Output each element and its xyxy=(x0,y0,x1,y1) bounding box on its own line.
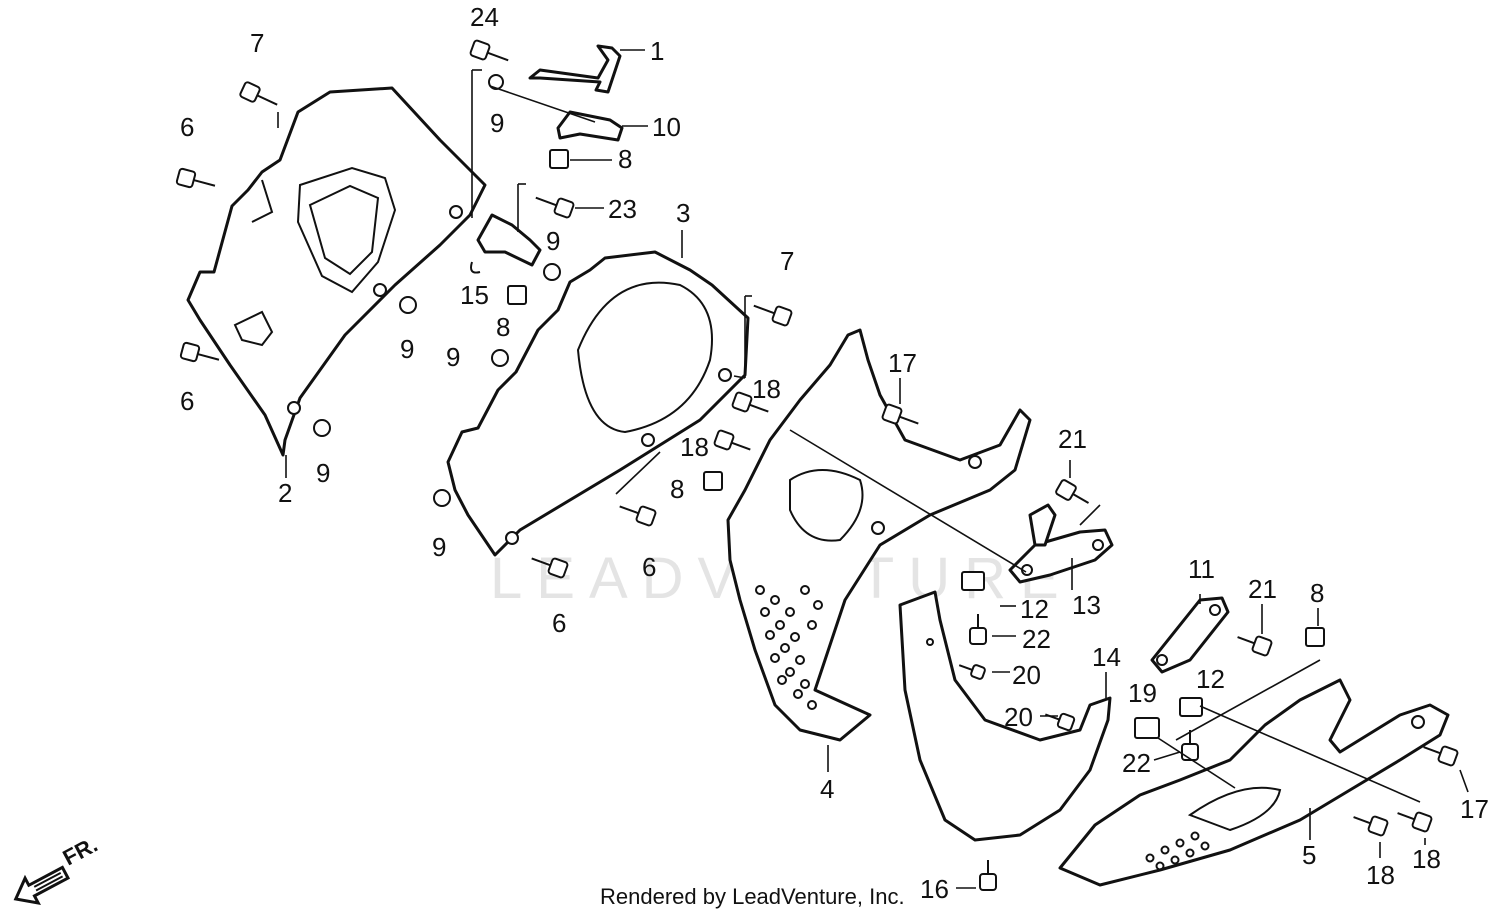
callout-4: 4 xyxy=(820,774,834,804)
middle-cowl xyxy=(726,328,1032,742)
setting-plate-lower xyxy=(476,213,542,267)
callout-10: 10 xyxy=(652,112,681,142)
callout-6: 6 xyxy=(552,608,566,638)
callout-6: 6 xyxy=(180,386,194,416)
front-direction-label: FR. xyxy=(59,834,102,870)
clip-spring xyxy=(528,44,622,94)
vent-holes-lower xyxy=(1145,831,1210,871)
vent-holes xyxy=(755,585,823,710)
callout-17: 17 xyxy=(1460,794,1489,824)
under-cowl-center xyxy=(898,590,1112,842)
leader-lines xyxy=(277,49,1469,889)
callout-22: 22 xyxy=(1122,748,1151,778)
callout-24: 24 xyxy=(470,2,499,32)
inner-panel-left xyxy=(186,86,487,457)
stay-bracket-small xyxy=(1150,596,1230,674)
callout-9: 9 xyxy=(316,458,330,488)
callout-22: 22 xyxy=(1022,624,1051,654)
callout-21: 21 xyxy=(1248,574,1277,604)
callout-18: 18 xyxy=(752,374,781,404)
callout-9: 9 xyxy=(446,342,460,372)
front-direction-arrow-icon: FR. xyxy=(13,834,102,905)
callout-9: 9 xyxy=(490,108,504,138)
callout-15: 15 xyxy=(460,280,489,310)
callout-7: 7 xyxy=(250,28,264,58)
callout-20: 20 xyxy=(1012,660,1041,690)
inner-panel-middle xyxy=(434,250,750,557)
under-cowl-right xyxy=(1058,678,1450,887)
callout-18: 18 xyxy=(1366,860,1395,890)
fasteners xyxy=(175,39,1459,891)
footer-credit: Rendered by LeadVenture, Inc. xyxy=(600,884,905,909)
callout-16: 16 xyxy=(920,874,949,904)
callout-18: 18 xyxy=(1412,844,1441,874)
callout-18: 18 xyxy=(680,432,709,462)
callout-6: 6 xyxy=(180,112,194,142)
callout-13: 13 xyxy=(1072,590,1101,620)
callout-12: 12 xyxy=(1196,664,1225,694)
callout-6: 6 xyxy=(642,552,656,582)
callout-9: 9 xyxy=(546,226,560,256)
callout-1: 1 xyxy=(650,36,664,66)
callout-21: 21 xyxy=(1058,424,1087,454)
callout-20: 20 xyxy=(1004,702,1033,732)
callout-7: 7 xyxy=(780,246,794,276)
callout-9: 9 xyxy=(432,532,446,562)
callout-labels: 1 2 3 4 5 6 6 6 6 7 7 8 8 8 8 9 9 9 9 9 … xyxy=(180,2,1489,904)
callout-23: 23 xyxy=(608,194,637,224)
stay-bracket xyxy=(1008,503,1114,584)
callout-17: 17 xyxy=(888,348,917,378)
callout-3: 3 xyxy=(676,198,690,228)
callout-8: 8 xyxy=(670,474,684,504)
callout-9: 9 xyxy=(400,334,414,364)
callout-8: 8 xyxy=(1310,578,1324,608)
callout-2: 2 xyxy=(278,478,292,508)
callout-14: 14 xyxy=(1092,642,1121,672)
callout-19: 19 xyxy=(1128,678,1157,708)
callout-11: 11 xyxy=(1188,554,1215,584)
callout-12: 12 xyxy=(1020,594,1049,624)
callout-8: 8 xyxy=(496,312,510,342)
callout-5: 5 xyxy=(1302,840,1316,870)
setting-plate-upper xyxy=(556,110,624,142)
callout-8: 8 xyxy=(618,144,632,174)
